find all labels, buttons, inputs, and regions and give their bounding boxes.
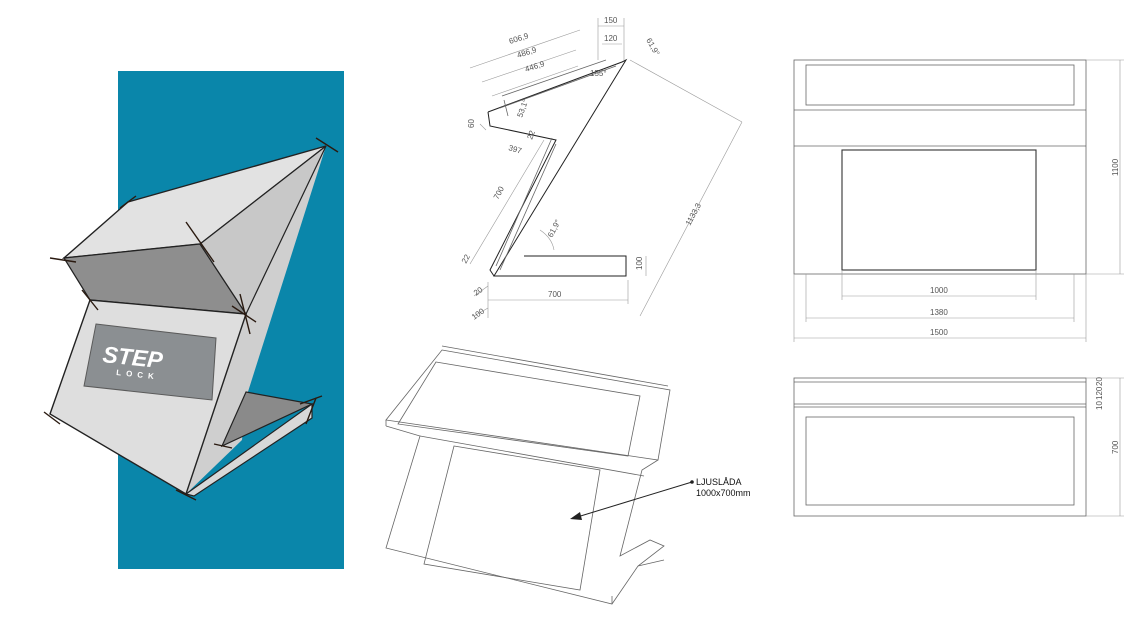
dim-60: 60 xyxy=(467,119,476,128)
sketch-render: STEP LOCK xyxy=(43,71,344,569)
top-view-drawing: 20 120 10 700 xyxy=(793,377,1124,517)
dim-100-left: 100 xyxy=(470,306,487,321)
dim-155-deg: 155° xyxy=(590,69,607,78)
dim-10-top: 10 xyxy=(1095,401,1104,410)
dim-1133-3: 1133,3 xyxy=(684,201,703,227)
dim-120-top: 120 xyxy=(1095,386,1104,400)
logo-brand: STEP xyxy=(101,341,164,373)
dim-22-top: 22 xyxy=(525,129,537,141)
base-shade xyxy=(220,391,314,448)
isometric-drawing: LJUSLÅDA 1000x700mm xyxy=(385,345,751,605)
dim-angle-bottom: 61,9° xyxy=(546,218,563,239)
dim-1000: 1000 xyxy=(930,286,948,295)
callout-label-1: LJUSLÅDA xyxy=(696,477,742,487)
dim-700-slant: 700 xyxy=(492,184,506,200)
dim-1380: 1380 xyxy=(930,308,948,317)
logo-sub: LOCK xyxy=(116,368,159,381)
dim-700-top: 700 xyxy=(1111,440,1120,454)
dim-20-top: 20 xyxy=(1095,377,1104,386)
dim-100-right: 100 xyxy=(635,256,644,270)
dim-150: 150 xyxy=(604,16,618,25)
callout-label-2: 1000x700mm xyxy=(696,488,751,498)
front-view-drawing: 1100 1000 1380 1500 xyxy=(793,59,1124,342)
dim-1100: 1100 xyxy=(1111,158,1120,176)
back-edge xyxy=(199,145,327,316)
dim-446-9: 446,9 xyxy=(524,59,546,74)
base-front xyxy=(184,402,313,497)
dim-606-9: 606,9 xyxy=(508,31,530,46)
dim-120: 120 xyxy=(604,34,618,43)
dim-1500: 1500 xyxy=(930,328,948,337)
side-profile-drawing: 150 120 61,9° 606,9 486,9 446,9 155° 53,… xyxy=(460,16,743,322)
dim-angle-top: 61,9° xyxy=(644,37,661,58)
dim-397: 397 xyxy=(507,143,523,155)
dim-486-9: 486,9 xyxy=(516,45,538,60)
dim-700-base: 700 xyxy=(548,290,562,299)
logo-plate: STEP LOCK xyxy=(83,323,217,401)
